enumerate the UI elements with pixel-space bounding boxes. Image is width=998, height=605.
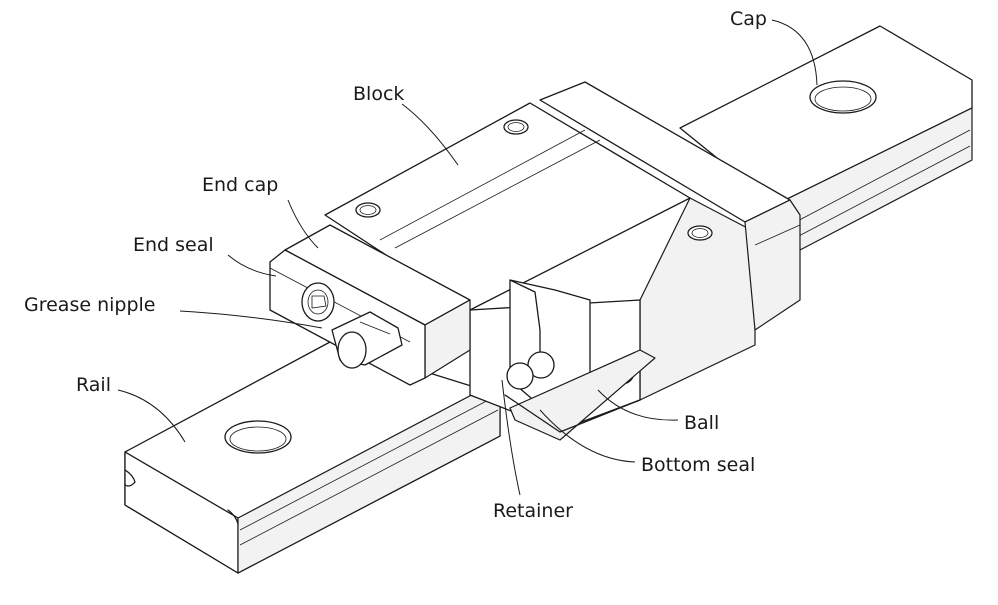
grease-nipple bbox=[301, 282, 403, 369]
label-retainer: Retainer bbox=[493, 500, 573, 522]
leader-end-seal bbox=[227, 254, 277, 277]
label-grease-nipple: Grease nipple bbox=[24, 294, 156, 316]
leader-retainer bbox=[501, 379, 521, 496]
label-ball: Ball bbox=[684, 412, 719, 434]
leader-cap bbox=[771, 19, 818, 86]
block-end-plate bbox=[539, 81, 801, 331]
leader-bottom-seal bbox=[539, 409, 636, 463]
label-rail: Rail bbox=[76, 374, 111, 396]
label-end-cap: End cap bbox=[202, 174, 278, 196]
leader-rail bbox=[117, 389, 186, 443]
leader-end-cap bbox=[287, 199, 319, 249]
leader-ball bbox=[597, 389, 679, 421]
label-end-seal: End seal bbox=[133, 234, 214, 256]
leader-grease-nipple bbox=[179, 310, 323, 329]
label-cap: Cap bbox=[730, 8, 767, 30]
leader-block bbox=[401, 103, 459, 166]
rail-front bbox=[124, 341, 501, 574]
rail-back bbox=[679, 25, 973, 251]
label-block: Block bbox=[353, 83, 404, 105]
leader-lines bbox=[117, 19, 818, 496]
label-bottom-seal: Bottom seal bbox=[641, 454, 755, 476]
